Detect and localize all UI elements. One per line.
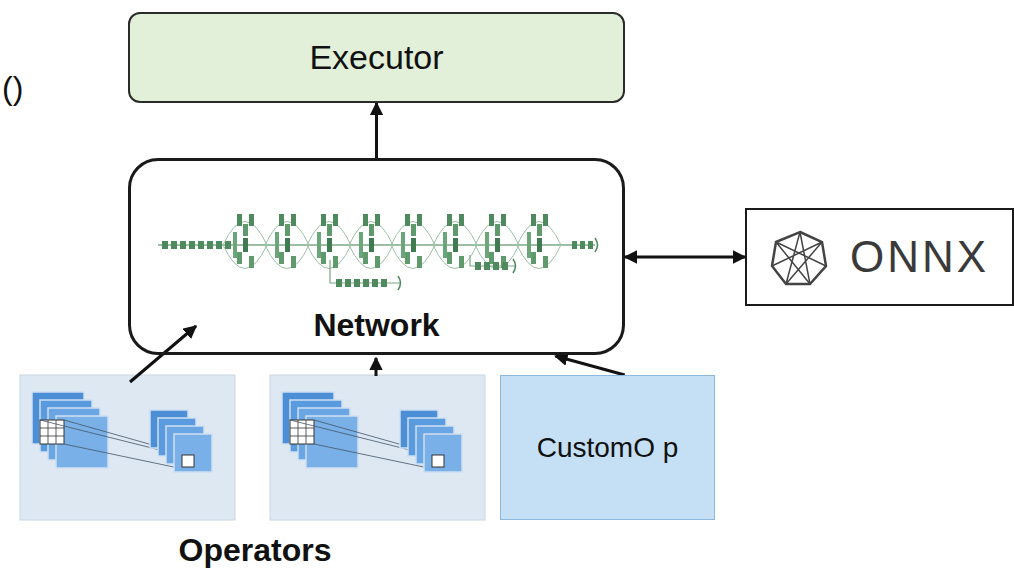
executor-box: Executor <box>128 12 625 103</box>
node-text: Network <box>313 307 439 344</box>
connector-arrow <box>555 356 624 375</box>
network-box: Network <box>128 158 625 355</box>
group-label: Operators <box>20 532 490 569</box>
node-text: CustomO p <box>537 432 679 464</box>
convolution-illustration <box>20 375 235 520</box>
node-text: Executor <box>309 38 443 77</box>
cut-off-code-text: () <box>2 70 23 107</box>
network-graph-illustration <box>158 214 598 290</box>
onnx-logo <box>772 232 826 284</box>
operator-arrow <box>375 358 378 376</box>
custom-op-box: CustomO p <box>500 375 715 520</box>
node-text: ONNX <box>850 232 989 282</box>
connector-arrow <box>375 103 378 158</box>
connector-arrow <box>625 256 745 259</box>
convolution-illustration <box>270 375 485 520</box>
onnx-box: ONNX <box>745 208 1014 306</box>
